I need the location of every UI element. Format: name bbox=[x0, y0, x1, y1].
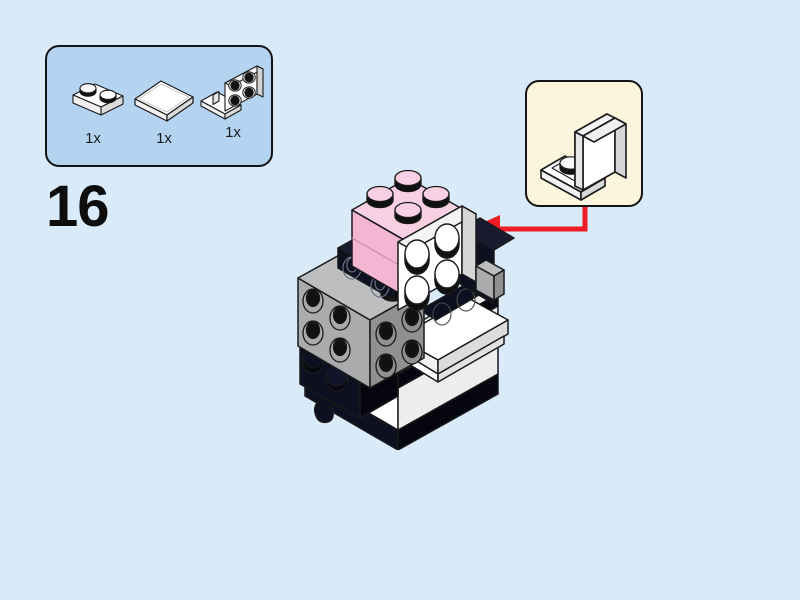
callout-assembly-icon bbox=[540, 113, 627, 201]
part-slot-tile-2x2-white: 1x bbox=[127, 71, 201, 147]
parts-inventory-box: 1x 1x bbox=[45, 45, 273, 167]
model-assembly bbox=[297, 169, 515, 450]
part-qty-label: 1x bbox=[85, 130, 101, 147]
hand-clip bbox=[313, 399, 334, 424]
part-slot-plate-1x2-white: 1x bbox=[59, 77, 127, 147]
sub-assembly-callout bbox=[525, 80, 643, 207]
part-qty-label: 1x bbox=[225, 124, 241, 141]
bracket-1x2-2x2-white-icon bbox=[200, 65, 264, 120]
step-number: 16 bbox=[46, 174, 110, 239]
tile-2x2-white-icon bbox=[134, 80, 194, 122]
part-slot-bracket-white: 1x bbox=[195, 61, 271, 141]
plate-1x2-white-icon bbox=[72, 83, 124, 116]
part-qty-label: 1x bbox=[156, 130, 172, 147]
